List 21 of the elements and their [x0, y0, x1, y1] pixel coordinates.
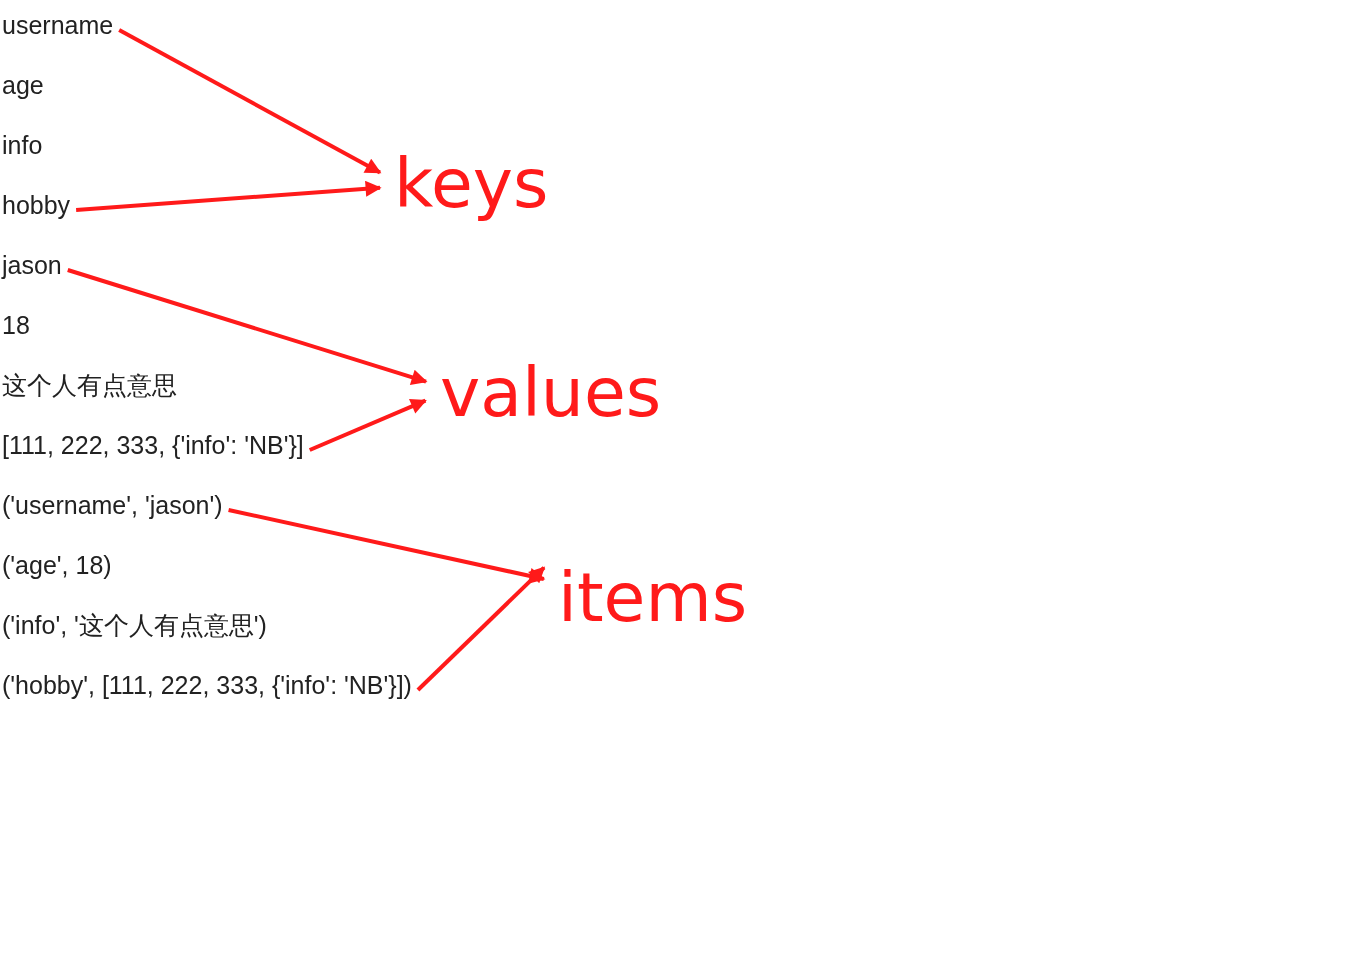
- arrow: [228, 508, 546, 584]
- output-line: ('info', '这个人有点意思'): [2, 610, 267, 640]
- output-line: hobby: [2, 190, 71, 220]
- output-line: info: [2, 130, 43, 160]
- output-line: 这个人有点意思: [2, 370, 177, 400]
- output-line: 18: [2, 310, 30, 340]
- output-line: ('age', 18): [2, 550, 112, 580]
- annotation-label: items: [558, 560, 748, 636]
- output-line: ('hobby', [111, 222, 333, {'info': 'NB'}]): [2, 670, 412, 700]
- output-line: age: [2, 70, 44, 100]
- arrow: [67, 268, 428, 385]
- arrow: [308, 398, 427, 452]
- output-line: jason: [2, 250, 62, 280]
- arrow: [118, 28, 382, 175]
- output-line: username: [2, 10, 114, 40]
- annotation-label: keys: [394, 146, 549, 222]
- output-line: [111, 222, 333, {'info': 'NB'}]: [2, 430, 304, 460]
- arrow: [76, 180, 382, 212]
- arrow: [416, 566, 546, 692]
- annotation-label: values: [440, 355, 662, 431]
- output-line: ('username', 'jason'): [2, 490, 223, 520]
